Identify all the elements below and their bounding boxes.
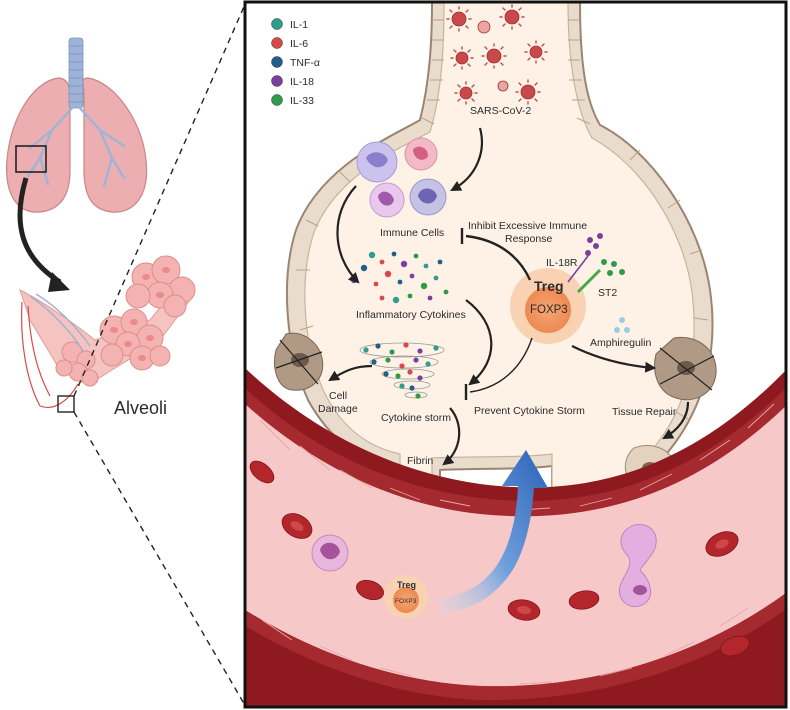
legend-swatch [271,94,283,106]
cytokine-dot [379,295,385,301]
cytokine-dot [443,289,449,295]
storm-cytokine-dot [371,359,377,365]
storm-cytokine-dot [409,385,415,391]
zoom-arrow [17,177,62,285]
cytokine-dot [407,293,413,299]
storm-cytokine-dot [413,357,419,363]
storm-cytokine-dot [395,373,401,379]
lung-left [6,77,71,213]
damaged-cell-right [654,336,717,401]
lungs-illustration [6,37,148,292]
inhibit-label-1: Inhibit Excessive Immune [468,220,587,232]
treg-migration-arrow [438,450,548,614]
cytokine-dot [433,275,439,281]
storm-cytokine-dot [425,361,431,367]
treg-label: Treg [534,278,564,294]
cytokine-dot [391,251,397,257]
storm-cytokine-dot [407,369,413,375]
storm-cytokine-dot [399,363,405,369]
cytokine-dot [368,251,376,259]
storm-cytokine-dot [375,343,381,349]
legend-label: IL-33 [290,95,314,107]
legend-swatch [271,56,283,68]
legend-swatch [271,75,283,87]
cytokine-dot [420,282,428,290]
cytokine-dot [397,279,403,285]
legend-label: IL-6 [290,38,308,50]
storm-cytokine-dot [403,342,409,348]
cytokine-dot [373,281,379,287]
cytokine-dot [409,273,415,279]
bronchi [26,104,126,188]
cytokine-dot [379,259,385,265]
zoom-panel-border [243,0,788,709]
immune-cells-label: Immune Cells [380,227,444,239]
cell-damage-label-2: Damage [318,403,358,415]
cytokine-storm-swirl [359,342,445,399]
st2-label: ST2 [598,287,617,299]
storm-cytokine-dot [415,393,421,399]
cytokine-dot [427,295,433,301]
vessel-treg-label: Treg [397,580,416,590]
alveoli-zoom-box [57,395,75,413]
cytokine-dot [423,263,429,269]
cytokine-storm-label: Cytokine storm [381,412,451,424]
wall-cells [296,19,709,421]
virus-label: SARS-CoV-2 [470,105,531,117]
storm-cytokine-dot [417,375,423,381]
st2-receptor [576,259,625,294]
legend-swatch [271,37,283,49]
cytokine-storm-dots [363,342,439,399]
il18r-label: IL-18R [546,257,578,269]
fibrin-label: Fibrin [407,455,433,467]
inhibit-label-2: Response [505,233,552,245]
cytokine-dot [360,264,368,272]
trachea [68,37,84,109]
storm-cytokine-dot [385,357,391,363]
alveoli-label: Alveoli [114,398,167,418]
inflammatory-cytokines [350,251,449,304]
storm-cytokine-dot [389,349,395,355]
extravasating-cell [618,523,657,608]
vessel-immune-cell [311,534,349,572]
storm-cytokine-dot [433,345,439,351]
legend-label: IL-1 [290,19,308,31]
zoom-line-bottom [73,411,247,708]
cytokine-dot [392,296,400,304]
inflammatory-cytokines-label: Inflammatory Cytokines [356,309,466,321]
cytokine-dot [413,253,419,259]
storm-cytokine-dot [363,347,369,353]
vessel-treg-cell [384,575,428,619]
cell-damage-label-1: Cell [329,390,347,402]
inhibition-arrows [460,228,533,400]
tissue-repair-label: Tissue Repair [612,406,677,418]
lung-right [82,77,148,213]
storm-cytokine-dot [417,348,423,354]
il18r-receptor [567,233,603,283]
lung-zoom-box [15,145,47,173]
amphiregulin-label: Amphiregulin [590,337,651,349]
zoom-line-top [73,1,247,397]
storm-cytokine-dot [383,371,389,377]
treg-cell [510,268,586,344]
cytokine-dot [437,259,443,265]
alveoli-cluster-illustration [19,255,196,413]
storm-cytokine-dot [399,383,405,389]
legend-label: IL-18 [290,76,314,88]
legend-label: TNF-α [290,57,320,69]
process-arrows [328,127,690,466]
foxp3-label: FOXP3 [530,304,568,316]
vessel-foxp3-label: FOXP3 [395,598,417,605]
virus-particles [446,4,548,105]
cytokine-dot [384,270,392,278]
prevent-storm-label: Prevent Cytokine Storm [474,405,585,417]
cytokine-dot [400,260,408,268]
amphiregulin-molecules [614,317,630,333]
damaged-cell [274,332,324,391]
legend-swatch [271,18,283,30]
immune-cells [356,137,447,218]
